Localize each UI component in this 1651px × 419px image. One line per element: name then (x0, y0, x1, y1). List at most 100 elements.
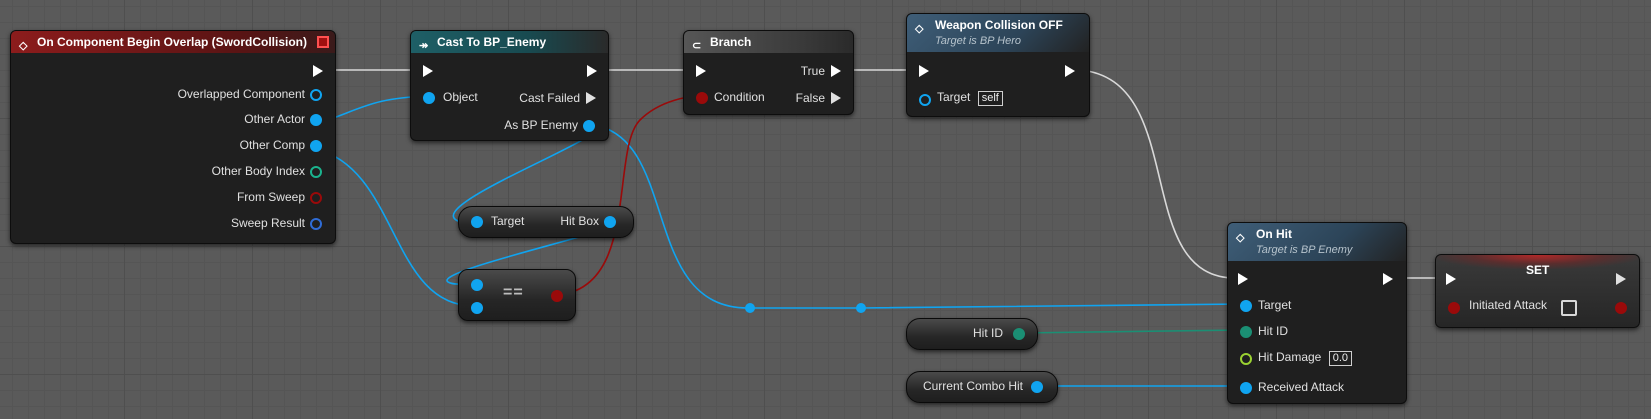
on-hit-hit-damage-label: Hit Damage (1258, 350, 1322, 364)
as-bp-enemy-label: As BP Enemy (504, 118, 578, 132)
branch-condition-label: Condition (714, 90, 765, 104)
reroute-node-2 (856, 303, 866, 313)
set-exec-in-pin[interactable] (1446, 273, 1456, 285)
on-hit-hit-id-label: Hit ID (1258, 324, 1288, 338)
reroute-node-1 (745, 303, 755, 313)
on-hit-received-attack-label: Received Attack (1258, 380, 1345, 394)
weapon-target-row: Target self (937, 90, 1003, 106)
other-body-index-pin[interactable] (310, 166, 322, 178)
weapon-target-label: Target (937, 90, 971, 104)
from-sweep-pin[interactable] (310, 192, 322, 204)
hitbox-output-pin[interactable] (604, 216, 616, 228)
branch-true-exec-pin[interactable] (831, 65, 841, 77)
equals-output-pin[interactable] (551, 290, 563, 302)
other-actor-pin[interactable] (310, 114, 322, 126)
weapon-target-value[interactable]: self (977, 91, 1003, 106)
exec-wire-weapon-onhit (1079, 69, 1238, 279)
on-hit-hit-damage-value[interactable]: 0.0 (1328, 351, 1352, 366)
on-hit-exec-out-pin[interactable] (1383, 273, 1393, 285)
pin-label-sweep-result: Sweep Result (230, 216, 305, 230)
cast-node-title: Cast To BP_Enemy (437, 35, 547, 49)
set-initiated-attack-checkbox[interactable] (1561, 300, 1577, 316)
equals-input-a-pin[interactable] (471, 279, 483, 291)
overlapped-component-pin[interactable] (310, 89, 322, 101)
on-hit-target-pin[interactable] (1240, 300, 1252, 312)
branch-node-header[interactable]: ⊂ Branch (684, 31, 853, 53)
hitbox-output-label: Hit Box (560, 214, 599, 228)
weapon-node-header[interactable]: ◇ Weapon Collision OFF Target is BP Hero (907, 14, 1089, 52)
event-node-component-begin-overlap[interactable]: ◇ On Component Begin Overlap (SwordColli… (10, 30, 336, 244)
cast-object-pin[interactable] (423, 92, 435, 104)
pin-label-overlapped-component: Overlapped Component (177, 87, 305, 101)
branch-condition-pin[interactable] (696, 92, 708, 104)
weapon-target-pin[interactable] (919, 94, 931, 106)
set-initiated-attack-label: Initiated Attack (1469, 298, 1548, 312)
event-node-header[interactable]: ◇ On Component Begin Overlap (SwordColli… (11, 31, 335, 53)
cast-node-header[interactable]: ↠ Cast To BP_Enemy (411, 31, 608, 53)
set-node-title: SET (1526, 263, 1550, 277)
event-diamond-icon: ◇ (19, 40, 28, 52)
on-hit-node[interactable]: ◇ On Hit Target is BP Enemy Target Hit I… (1227, 222, 1407, 404)
function-diamond-icon: ◇ (1236, 232, 1245, 244)
equals-node[interactable]: == (458, 269, 576, 321)
cast-exec-in-pin[interactable] (423, 65, 433, 77)
on-hit-hit-damage-pin[interactable] (1240, 353, 1252, 365)
cast-arrow-icon: ↠ (419, 40, 429, 52)
set-exec-out-outline (1616, 273, 1626, 285)
set-initiated-attack-out-pin[interactable] (1615, 302, 1627, 314)
on-hit-hit-id-pin[interactable] (1240, 326, 1252, 338)
weapon-collision-off-node[interactable]: ◇ Weapon Collision OFF Target is BP Hero… (906, 13, 1090, 117)
cast-object-label: Object (443, 90, 478, 104)
wire-other-comp-equals (315, 148, 479, 307)
hit-id-variable-pin[interactable] (1013, 328, 1025, 340)
as-bp-enemy-pin[interactable] (583, 120, 595, 132)
pin-label-other-actor: Other Actor (244, 112, 305, 126)
on-hit-received-attack-pin[interactable] (1240, 382, 1252, 394)
equals-operator-label: == (503, 284, 524, 301)
event-node-title: On Component Begin Overlap (SwordCollisi… (37, 35, 308, 49)
branch-icon: ⊂ (692, 40, 702, 52)
sweep-result-pin[interactable] (310, 218, 322, 230)
pin-label-from-sweep: From Sweep (236, 190, 305, 204)
set-node-header-glow (1436, 255, 1639, 269)
combo-variable-label: Current Combo Hit (922, 379, 1023, 393)
weapon-exec-out-pin[interactable] (1065, 65, 1075, 77)
set-initiated-attack-in-pin[interactable] (1448, 302, 1460, 314)
on-hit-node-subtitle: Target is BP Enemy (1256, 244, 1353, 256)
cast-failed-label: Cast Failed (519, 91, 580, 105)
wire-as-enemy-onhit (593, 124, 1246, 309)
weapon-exec-in-pin[interactable] (919, 65, 929, 77)
equals-input-b-pin[interactable] (471, 302, 483, 314)
branch-false-label: False (795, 91, 825, 105)
hit-id-variable-label: Hit ID (973, 326, 1003, 340)
delegate-pin-icon[interactable] (317, 36, 329, 48)
exec-out-pin[interactable] (313, 65, 323, 77)
on-hit-target-label: Target (1258, 298, 1292, 312)
on-hit-exec-in-pin[interactable] (1238, 273, 1248, 285)
branch-exec-in-pin[interactable] (696, 65, 706, 77)
current-combo-hit-variable-node[interactable]: Current Combo Hit (906, 371, 1058, 403)
on-hit-node-title: On Hit (1256, 227, 1292, 241)
pin-label-other-body-index: Other Body Index (211, 164, 305, 178)
branch-node-title: Branch (710, 35, 752, 49)
cast-to-bp-enemy-node[interactable]: ↠ Cast To BP_Enemy Object Cast Failed As… (410, 30, 609, 141)
cast-exec-out-pin[interactable] (587, 65, 597, 77)
function-diamond-icon: ◇ (915, 23, 924, 35)
branch-false-exec-pin[interactable] (831, 92, 841, 104)
hitbox-target-label: Target (491, 214, 525, 228)
branch-node[interactable]: ⊂ Branch True Condition False (683, 30, 854, 115)
branch-true-label: True (800, 64, 825, 78)
set-initiated-attack-node[interactable]: SET Initiated Attack (1435, 254, 1640, 328)
hit-id-variable-node[interactable]: Hit ID (906, 318, 1038, 350)
on-hit-node-header[interactable]: ◇ On Hit Target is BP Enemy (1228, 223, 1406, 261)
weapon-node-subtitle: Target is BP Hero (935, 35, 1022, 47)
weapon-node-title: Weapon Collision OFF (935, 18, 1063, 32)
other-comp-pin[interactable] (310, 140, 322, 152)
on-hit-hit-damage-row: Hit Damage 0.0 (1258, 350, 1352, 366)
pin-label-other-comp: Other Comp (239, 138, 305, 152)
hitbox-target-pin[interactable] (471, 216, 483, 228)
cast-failed-exec-pin[interactable] (586, 92, 596, 104)
combo-variable-pin[interactable] (1031, 381, 1043, 393)
wire-hitid (1018, 329, 1246, 334)
get-hit-box-node[interactable]: Target Hit Box (458, 206, 634, 238)
